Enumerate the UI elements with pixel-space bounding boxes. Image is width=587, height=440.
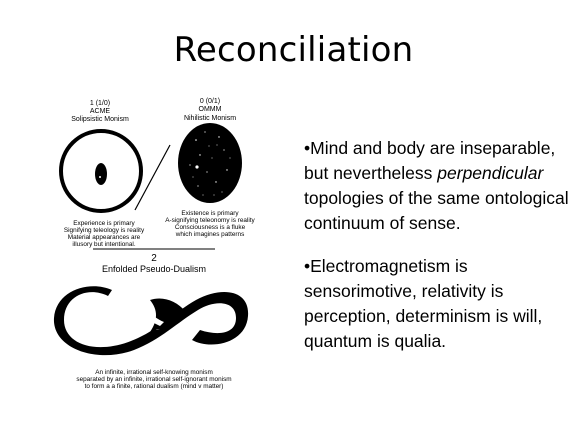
- middle-number-label: 2: [151, 253, 157, 264]
- slide-title: Reconciliation: [173, 30, 414, 70]
- star-specks: [189, 131, 231, 196]
- middle-caption-2: separated by an infinite, irrational sel…: [76, 376, 231, 383]
- left-number-label: 1 (1/0): [90, 100, 110, 107]
- left-caption-4: illusory but intentional.: [72, 241, 135, 248]
- middle-caption-1: An infinite, irrational self-knowing mon…: [95, 369, 213, 376]
- inner-dark-dot: [95, 163, 107, 185]
- bullet-electromagnetism: •Electromagnetism is sensorimotive, rela…: [304, 256, 543, 351]
- right-caption-4: which imagines patterns: [175, 231, 245, 238]
- bullet-1-post: topologies of the same ontological conti…: [304, 188, 569, 233]
- bullet-mind-body: •Mind and body are inseparable, but neve…: [304, 136, 574, 236]
- enfolded-infinity-shape: [53, 286, 249, 356]
- left-caption-2: Signifying teleology is reality: [64, 227, 145, 234]
- right-caption-3: Consciousness is a fluke: [175, 224, 246, 231]
- middle-subtitle-label: Enfolded Pseudo-Dualism: [102, 264, 206, 274]
- left-caption-3: Material appearances are: [68, 234, 141, 241]
- middle-caption-3: to form a a finite, rational dualism (mi…: [85, 383, 224, 390]
- solipsistic-circle: [59, 129, 143, 213]
- inner-light-speck: [99, 176, 101, 178]
- left-subtitle-label: Solipsistic Monism: [71, 116, 129, 123]
- diagonal-divider: [134, 144, 171, 211]
- bullet-1-pre: •Mind and body are inseparable, but neve…: [304, 138, 556, 183]
- right-name-label: OMMM: [199, 106, 222, 113]
- nihilistic-ellipse: [178, 123, 242, 203]
- right-caption-1: Existence is primary: [181, 210, 239, 217]
- right-caption-2: A-signifying teleonomy is reality: [165, 217, 255, 224]
- left-caption-1: Experience is primary: [73, 220, 135, 227]
- right-number-label: 0 (0/1): [200, 98, 220, 105]
- left-name-label: ACME: [90, 108, 111, 115]
- bullet-list: •Mind and body are inseparable, but neve…: [304, 136, 574, 372]
- right-subtitle-label: Nihilistic Monism: [184, 115, 236, 122]
- bullet-1-emphasis: perpendicular: [437, 163, 544, 183]
